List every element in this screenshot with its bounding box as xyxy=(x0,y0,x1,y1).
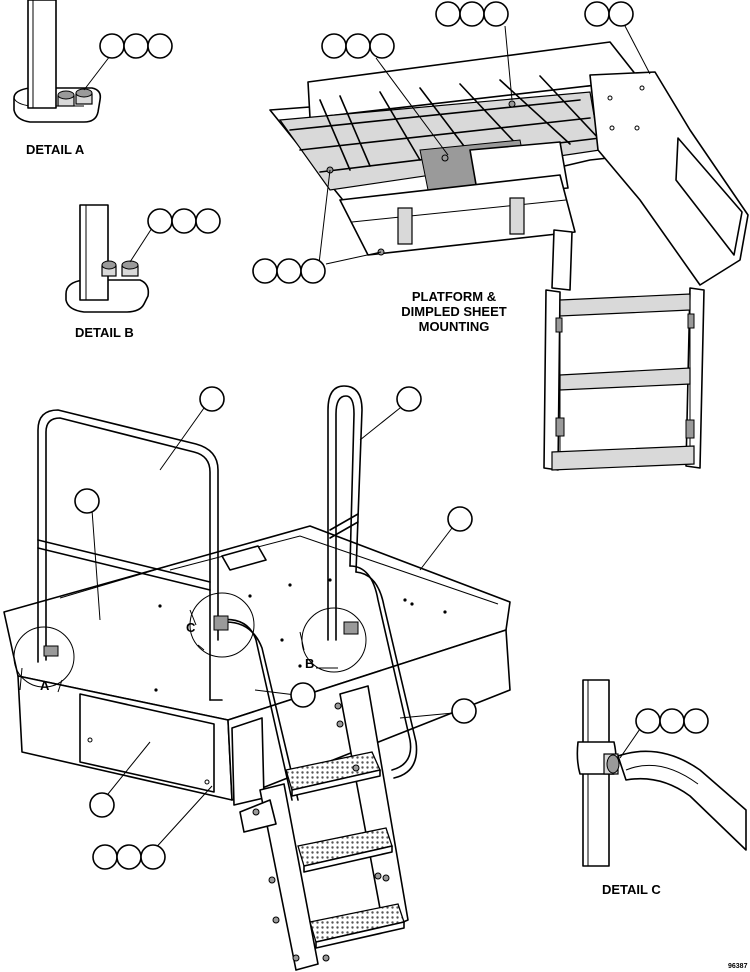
view-b-label: B xyxy=(305,656,314,671)
detail-b-illustration xyxy=(65,204,221,313)
view-a-label: A xyxy=(40,678,50,693)
platform-mounting-illustration xyxy=(252,1,749,471)
detail-b-label: DETAIL B xyxy=(75,325,134,340)
platform-title-line2: DIMPLED SHEET xyxy=(401,304,507,319)
drawing-number: 96387 xyxy=(728,963,748,970)
detail-a-illustration xyxy=(13,0,173,123)
platform-assembly-illustration xyxy=(3,385,511,971)
view-c-label: C xyxy=(186,620,196,635)
detail-c-label: DETAIL C xyxy=(602,882,661,897)
detail-a-label: DETAIL A xyxy=(26,142,85,157)
platform-title-line1: PLATFORM & xyxy=(412,289,496,304)
platform-title-line3: MOUNTING xyxy=(419,319,490,334)
detail-c-illustration xyxy=(576,679,747,867)
